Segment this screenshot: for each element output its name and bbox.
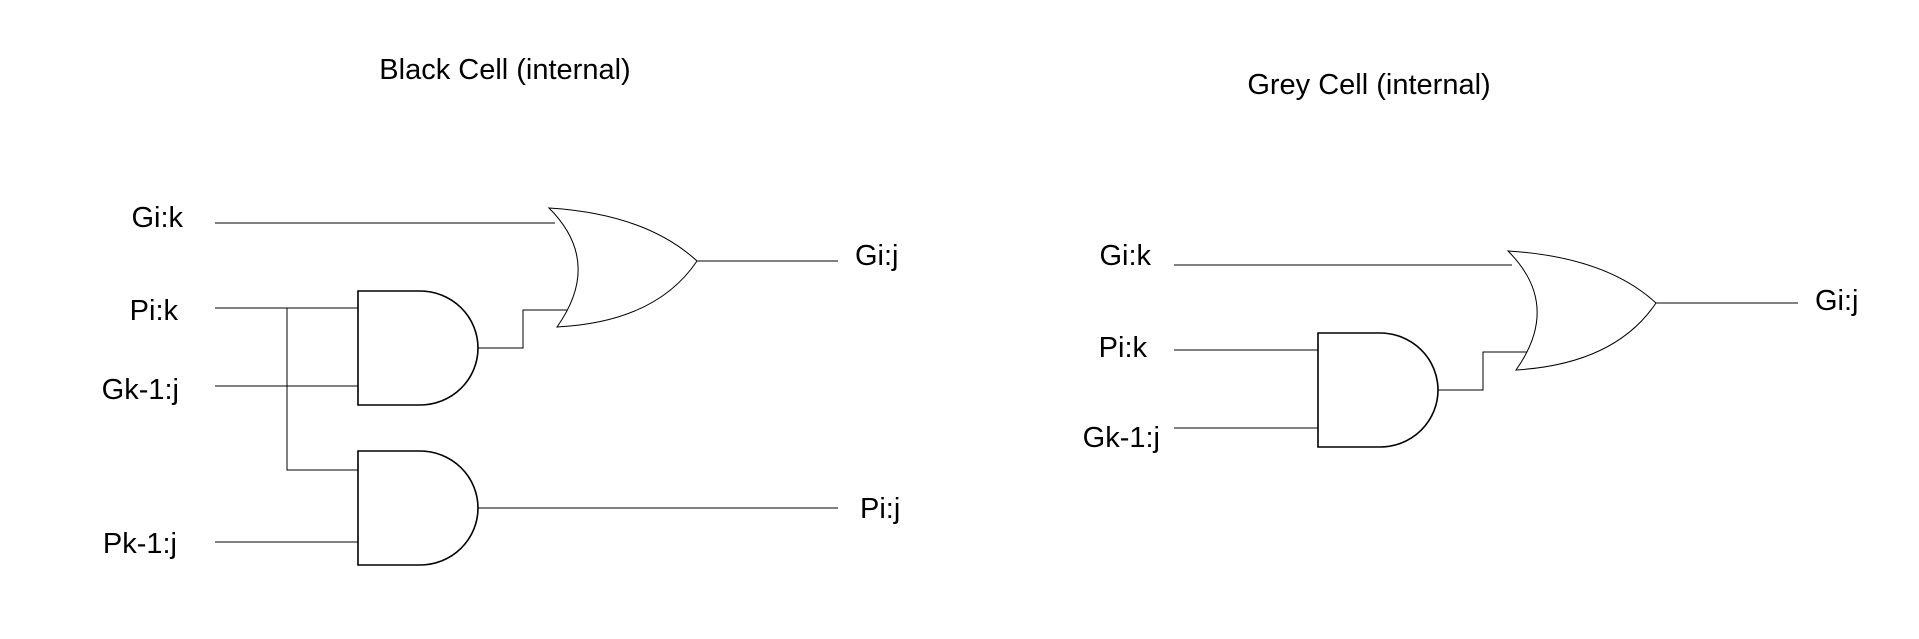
black-cell-wires: [215, 222, 838, 543]
wire-and-to-or: [1438, 351, 1530, 391]
black-cell-input-gk1j-label: Gk-1:j: [102, 374, 179, 406]
grey-cell-input-pik-label: Pi:k: [1099, 332, 1148, 364]
black-cell-title: Black Cell (internal): [379, 54, 630, 86]
wire-and1-to-or: [478, 309, 571, 349]
black-cell-input-pk1j-label: Pk-1:j: [103, 528, 177, 560]
black-cell-input-pik-label: Pi:k: [130, 295, 179, 327]
black-cell-and-gate-1: [357, 290, 479, 406]
grey-cell-wires: [1174, 264, 1798, 429]
wire-pik-branch-to-and2: [286, 308, 358, 471]
grey-cell-output-gij-label: Gi:j: [1815, 285, 1859, 317]
black-cell: Black Cell (internal) Gi:k Pi:k Gk-1:j P…: [102, 54, 900, 566]
grey-cell-input-gk1j-label: Gk-1:j: [1083, 422, 1160, 454]
black-cell-output-pij-label: Pi:j: [860, 493, 900, 525]
grey-cell-or-gate: [1506, 250, 1657, 371]
grey-cell-and-gate: [1317, 332, 1439, 448]
black-cell-input-gik-label: Gi:k: [131, 202, 183, 234]
black-cell-or-gate: [547, 207, 698, 328]
grey-cell-title: Grey Cell (internal): [1247, 69, 1490, 101]
grey-cell-input-gik-label: Gi:k: [1099, 240, 1151, 272]
grey-cell: Grey Cell (internal) Gi:k Pi:k Gk-1:j Gi…: [1083, 69, 1859, 454]
black-cell-and-gate-2: [357, 450, 479, 566]
black-cell-output-gij-label: Gi:j: [855, 240, 899, 272]
